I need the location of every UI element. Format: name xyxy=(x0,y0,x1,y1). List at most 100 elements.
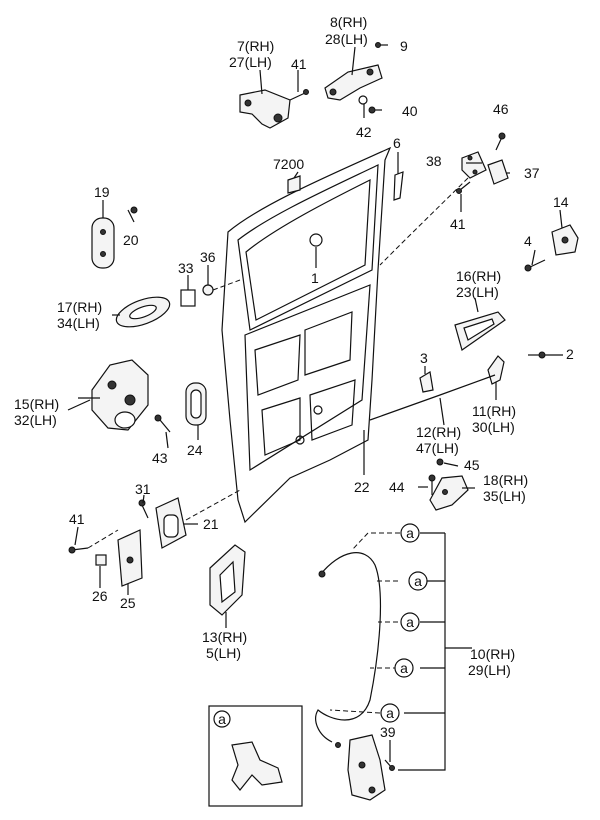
label-22: 22 xyxy=(354,479,370,495)
leader-lines xyxy=(67,46,563,762)
label-41-top: 41 xyxy=(291,56,307,72)
label-11: 11(RH) xyxy=(472,403,516,419)
label-40: 40 xyxy=(402,103,418,119)
bolt-41-top xyxy=(289,89,309,101)
callout-circle xyxy=(408,571,428,591)
upper-hinge-8 xyxy=(324,64,383,101)
label-6: 6 xyxy=(393,135,401,151)
label-8: 8(RH) xyxy=(330,14,367,30)
label-29: 29(LH) xyxy=(468,662,511,678)
bracket-10 xyxy=(398,533,446,771)
bracket-11 xyxy=(487,355,505,385)
handle-21 xyxy=(155,497,187,549)
label-1: 1 xyxy=(311,270,319,286)
bolt-41-lower xyxy=(68,546,89,554)
label-9: 9 xyxy=(400,38,408,54)
screw-20 xyxy=(127,206,138,223)
label-15: 15(RH) xyxy=(14,396,59,412)
label-43: 43 xyxy=(152,450,168,466)
label-4: 4 xyxy=(524,233,532,249)
callout-letter: a xyxy=(386,705,394,721)
label-26: 26 xyxy=(92,588,108,604)
callout-circle xyxy=(394,658,414,678)
bolt-41-right xyxy=(456,181,471,194)
label-20: 20 xyxy=(123,232,139,248)
label-25: 25 xyxy=(120,595,136,611)
label-10: 10(RH) xyxy=(470,646,515,662)
label-35: 35(LH) xyxy=(483,488,526,504)
pad-33 xyxy=(180,289,196,307)
label-37: 37 xyxy=(524,165,540,181)
label-7200: 7200 xyxy=(273,156,304,172)
door-panel xyxy=(221,146,392,524)
callout-circle xyxy=(380,703,400,723)
label-17: 17(RH) xyxy=(57,299,102,315)
grommet-24 xyxy=(185,382,207,426)
clip-7200 xyxy=(287,175,301,194)
bolt-44 xyxy=(428,474,436,495)
label-34: 34(LH) xyxy=(57,315,100,331)
clip-detail xyxy=(231,741,283,791)
rod-12 xyxy=(369,374,496,421)
detail-box: a xyxy=(208,705,303,807)
label-30: 30(LH) xyxy=(472,419,515,435)
label-47: 47(LH) xyxy=(416,440,459,456)
callout-group: a a a a a xyxy=(380,523,428,723)
label-38: 38 xyxy=(426,153,442,169)
bolt-9 xyxy=(375,42,388,48)
callout-letter: a xyxy=(400,660,408,676)
leader-36 xyxy=(212,279,241,291)
bolt-2 xyxy=(528,351,546,359)
detail-box-letter: a xyxy=(218,711,226,727)
label-12: 12(RH) xyxy=(416,424,461,440)
leader-41-lower xyxy=(87,529,119,549)
part-labels: 7(RH) 27(LH) 8(RH) 28(LH) 9 41 40 42 46 … xyxy=(14,14,574,740)
latch-assy-15 xyxy=(78,359,149,431)
label-13: 13(RH) xyxy=(202,629,247,645)
label-7: 7(RH) xyxy=(237,38,274,54)
label-5: 5(LH) xyxy=(206,645,241,661)
cable-10 xyxy=(315,552,382,748)
label-28: 28(LH) xyxy=(325,31,368,47)
label-14: 14 xyxy=(553,194,569,210)
label-3: 3 xyxy=(420,350,428,366)
nut-42 xyxy=(358,95,368,105)
label-39: 39 xyxy=(380,724,396,740)
label-21: 21 xyxy=(203,516,219,532)
bushing-26 xyxy=(95,554,107,566)
callout-letter: a xyxy=(406,525,414,541)
leader-striker xyxy=(379,177,469,266)
bolt-43 xyxy=(154,414,171,433)
handle-16 xyxy=(454,311,506,351)
label-36: 36 xyxy=(200,249,216,265)
latch-39 xyxy=(347,734,386,801)
bolt-1 xyxy=(309,233,323,247)
inner-handle-13 xyxy=(209,544,246,616)
label-2: 2 xyxy=(566,346,574,362)
label-45: 45 xyxy=(464,457,480,473)
striker-25 xyxy=(117,529,143,587)
callout-letter: a xyxy=(414,573,422,589)
label-41-lower: 41 xyxy=(69,511,85,527)
bracket-18 xyxy=(429,475,469,511)
callout-letter: a xyxy=(406,614,414,630)
label-18: 18(RH) xyxy=(483,472,528,488)
label-24: 24 xyxy=(187,442,203,458)
callout-circle xyxy=(400,523,420,543)
label-46: 46 xyxy=(493,101,509,117)
label-32: 32(LH) xyxy=(14,412,57,428)
leader-21 xyxy=(185,489,241,521)
detail-box-circle xyxy=(213,710,231,728)
label-41-right: 41 xyxy=(450,216,466,232)
bolt-4 xyxy=(524,259,546,272)
label-44: 44 xyxy=(389,479,405,495)
grommet-36 xyxy=(202,284,214,296)
clip-3 xyxy=(419,371,434,393)
label-42: 42 xyxy=(356,124,372,140)
label-16: 16(RH) xyxy=(456,268,501,284)
callout-circle xyxy=(400,612,420,632)
bezel-17 xyxy=(115,296,171,328)
label-33: 33 xyxy=(178,260,194,276)
